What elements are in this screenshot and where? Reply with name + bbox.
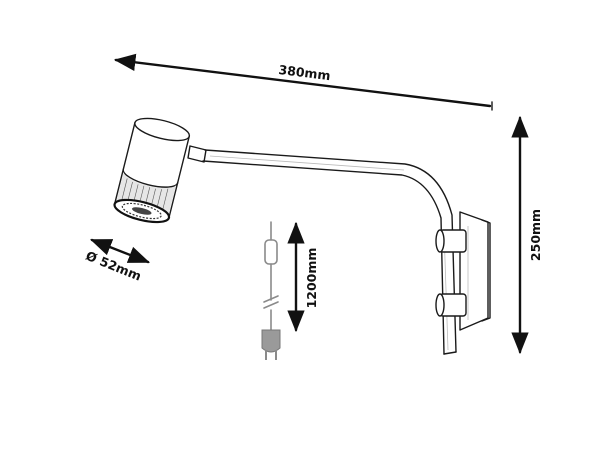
mount-screw-lower — [435, 293, 467, 317]
dimension-arrow-diameter — [89, 238, 151, 264]
dimension-arrow-arm — [113, 53, 492, 108]
power-cable — [261, 221, 281, 360]
diameter-label: Ø 52mm — [84, 248, 144, 284]
lamp-head-top — [134, 117, 191, 142]
lamp-head — [113, 117, 191, 224]
cable-length-label: 1200mm — [304, 248, 319, 309]
height-label: 250mm — [528, 209, 543, 261]
mount-screw-upper — [435, 229, 467, 253]
dimension-diameter: Ø 52mm — [84, 238, 151, 284]
arm-joint — [187, 145, 207, 163]
power-plug-icon — [261, 329, 281, 360]
lamp-arm — [187, 145, 457, 355]
dimension-height: 250mm — [511, 115, 543, 355]
mount-plate — [459, 211, 489, 331]
arm-length-label: 380mm — [278, 62, 332, 83]
dimension-cable-length: 1200mm — [287, 221, 319, 333]
inline-switch — [264, 239, 278, 265]
dimension-arm-length: 380mm — [113, 53, 493, 111]
wall-mount — [435, 211, 491, 331]
